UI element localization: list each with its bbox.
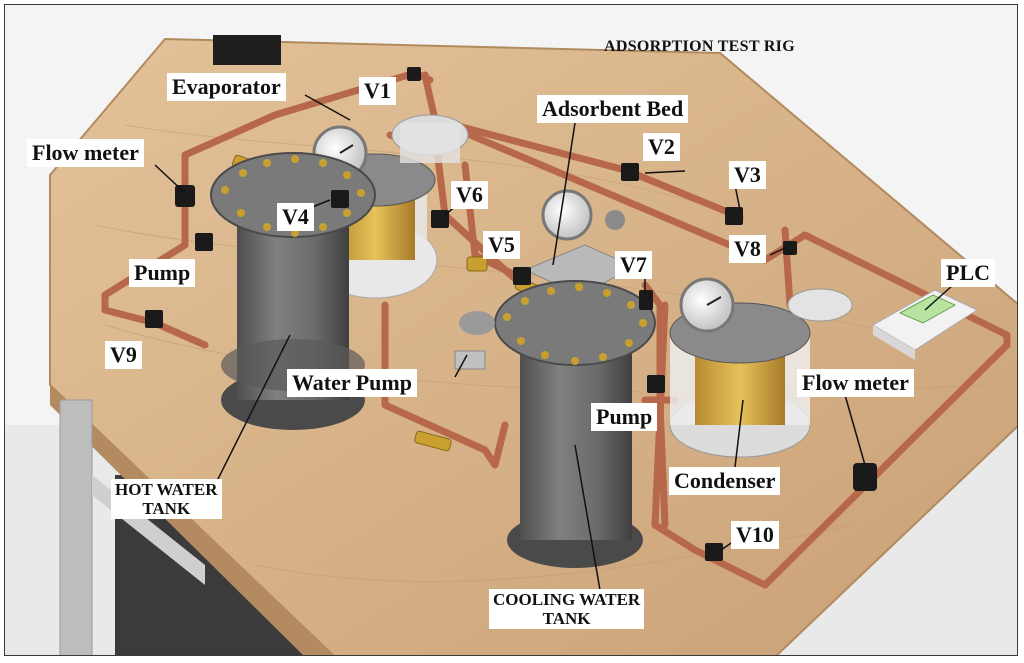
valve-v2-body [621, 163, 639, 181]
label-hot-water-tank-line2: TANK [142, 499, 191, 518]
label-v5: V5 [483, 231, 520, 259]
valve-v8-body [783, 241, 797, 255]
label-cooling-water-tank-line1: COOLING WATER [493, 590, 641, 609]
label-flow-meter-right: Flow meter [797, 369, 914, 397]
valves [145, 67, 877, 561]
label-v9: V9 [105, 341, 142, 369]
valve-v1-body [407, 67, 421, 81]
black-box [213, 35, 281, 65]
diagram-frame: ADSORPTION TEST RIG Evaporator V1 Adsorb… [4, 4, 1018, 656]
plc-unit [872, 289, 979, 360]
valve-v5-body [513, 267, 531, 285]
label-v7: V7 [615, 251, 652, 279]
label-adsorbent-bed: Adsorbent Bed [537, 95, 689, 123]
label-v3: V3 [729, 161, 766, 189]
pump-right-body [647, 375, 665, 393]
label-evaporator: Evaporator [167, 73, 286, 101]
label-v1: V1 [359, 77, 396, 105]
valve-v10-body [705, 543, 723, 561]
adsorbent-gauge [541, 189, 593, 241]
label-flow-meter-left: Flow meter [27, 139, 144, 167]
label-v10: V10 [731, 521, 779, 549]
label-pump-left: Pump [129, 259, 196, 287]
condenser-unit [669, 277, 853, 458]
diagram-title: ADSORPTION TEST RIG [604, 38, 795, 55]
valve-v7-body [639, 290, 653, 310]
valve-v9-body [145, 310, 163, 328]
label-water-pump: Water Pump [287, 369, 417, 397]
label-hot-water-tank: HOT WATER TANK [111, 479, 222, 519]
cooling-water-tank [494, 280, 656, 568]
lid-bolts [221, 155, 647, 365]
valve-v4-body [331, 190, 349, 208]
label-cooling-water-tank-line2: TANK [542, 609, 591, 628]
leader-lines [154, 94, 954, 591]
label-pump-right: Pump [591, 403, 658, 431]
label-cooling-water-tank: COOLING WATER TANK [489, 589, 645, 629]
flow-meter-right-body [853, 463, 877, 491]
label-v6: V6 [451, 181, 488, 209]
label-hot-water-tank-line1: HOT WATER [115, 480, 218, 499]
label-plc: PLC [941, 259, 995, 287]
label-v4: V4 [277, 203, 314, 231]
table-leg [59, 399, 93, 655]
pump-left-body [195, 233, 213, 251]
rear-chamber [391, 114, 469, 163]
label-v8: V8 [729, 235, 766, 263]
test-rig-illustration [5, 5, 1017, 655]
label-condenser: Condenser [669, 467, 781, 495]
valve-v6-body [431, 210, 449, 228]
table-edge [50, 385, 333, 655]
flow-meter-left-body [175, 185, 195, 207]
valve-v3-body [725, 207, 743, 225]
label-v2: V2 [643, 133, 680, 161]
